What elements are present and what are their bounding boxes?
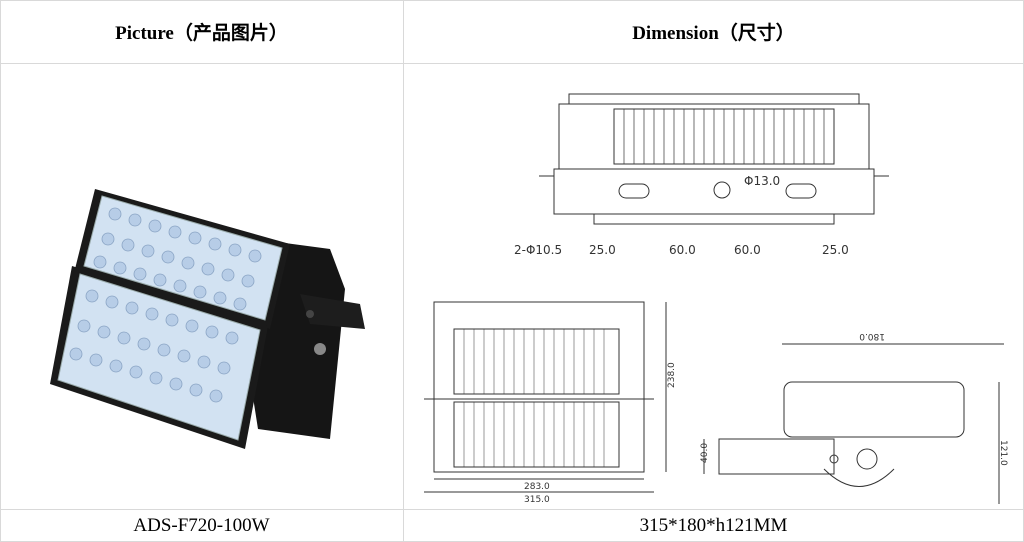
hole-diameter-label: Φ13.0 <box>744 174 780 188</box>
side-view <box>703 343 1004 504</box>
product-picture-cell <box>0 64 403 509</box>
spacing-1: 25.0 <box>589 243 616 257</box>
picture-header: Picture（产品图片） <box>115 23 288 44</box>
front-outer-width: 315.0 <box>524 495 550 505</box>
side-width: 180.0 <box>859 331 885 341</box>
dimension-header: Dimension（尺寸） <box>632 23 795 44</box>
dimension-drawing-cell: Φ13.0 2-Φ10.5 25.0 60.0 60.0 25.0 <box>404 64 1023 509</box>
slot-note: 2-Φ10.5 <box>514 243 562 257</box>
spacing-4: 25.0 <box>822 243 849 257</box>
dimension-drawing: Φ13.0 2-Φ10.5 25.0 60.0 60.0 25.0 <box>424 93 1008 505</box>
product-image <box>50 189 365 449</box>
front-inner-width: 283.0 <box>524 482 550 492</box>
side-base: 40.0 <box>700 443 710 463</box>
front-view <box>424 301 667 493</box>
spacing-2: 60.0 <box>669 243 696 257</box>
side-height: 121.0 <box>998 440 1008 466</box>
model-label: ADS-F720-100W <box>133 514 270 536</box>
size-label: 315*180*h121MM <box>639 514 788 536</box>
top-view <box>539 93 889 225</box>
spacing-3: 60.0 <box>734 243 761 257</box>
front-height: 238.0 <box>667 362 677 388</box>
